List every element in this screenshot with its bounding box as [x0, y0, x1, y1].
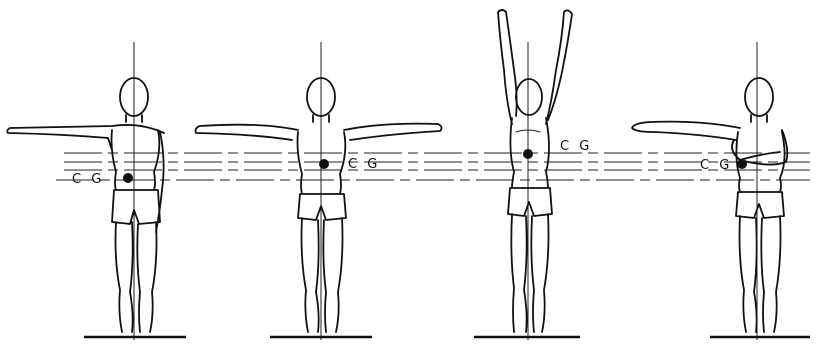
figure-4: C G	[632, 42, 810, 340]
shorts	[508, 188, 552, 216]
legs	[116, 222, 157, 332]
cg-label: C G	[700, 158, 732, 173]
head	[745, 78, 773, 116]
cg-marker	[319, 159, 329, 169]
figure-2: C G	[196, 42, 442, 340]
shorts	[736, 192, 784, 218]
extended-arm	[7, 125, 164, 150]
cg-reference-lines	[56, 153, 810, 180]
figure-3: C G	[474, 10, 592, 340]
cg-label: C G	[348, 157, 380, 172]
right-extended-arm	[344, 124, 442, 140]
left-extended-arm	[196, 125, 299, 140]
cg-label: C G	[72, 172, 104, 187]
shorts	[112, 190, 160, 224]
legs	[740, 216, 781, 332]
right-raised-arm	[546, 10, 572, 124]
legs	[511, 214, 548, 332]
head	[516, 79, 542, 115]
left-raised-arm	[498, 10, 517, 124]
legs	[302, 218, 343, 332]
extended-arm	[632, 122, 740, 140]
figure-1: C G	[7, 42, 186, 340]
cg-marker	[737, 159, 747, 169]
cg-marker	[523, 149, 533, 159]
cg-marker	[123, 173, 133, 183]
cg-label: C G	[560, 139, 592, 154]
shorts	[298, 194, 346, 220]
torso	[112, 130, 160, 190]
